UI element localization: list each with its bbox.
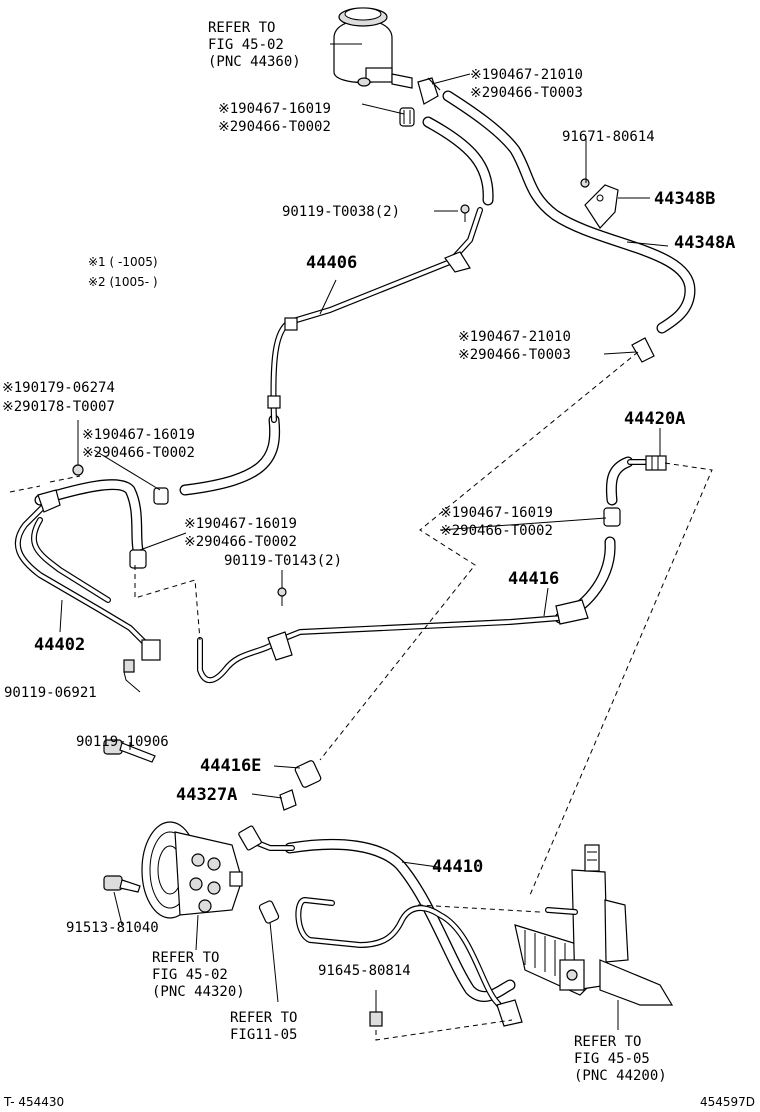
bolt-90119-10906 <box>103 739 156 763</box>
part-91671-80614: 91671-80614 <box>562 129 655 145</box>
note-1: ※1 ( -1005) <box>88 255 158 269</box>
bracket-lower-pipe <box>496 999 523 1027</box>
clamp-upper-right <box>417 77 441 105</box>
fitting-44420A <box>645 455 667 471</box>
refer-pump-line1: REFER TO <box>152 950 219 966</box>
pipe-44416 <box>197 615 563 684</box>
pipe-44402 <box>14 502 153 651</box>
bracket-44416 <box>267 599 589 661</box>
refer-fig11-line2: FIG11-05 <box>230 1027 297 1043</box>
leader-lines <box>59 43 669 1030</box>
clamp-e-part-1: ※190467-16019 <box>82 427 195 443</box>
clamp-d-part-1: ※190179-06274 <box>2 380 115 396</box>
part-90119-10906: 90119-10906 <box>76 734 169 750</box>
refer-fig11-line1: REFER TO <box>230 1010 297 1026</box>
refer-tank-line1: REFER TO <box>208 20 275 36</box>
bracket-44402 <box>37 489 161 661</box>
refer-gear-line3: (PNC 44200) <box>574 1068 667 1084</box>
clamp-mid-right <box>631 337 655 363</box>
part-44420A: 44420A <box>624 409 685 429</box>
clip-44327A <box>279 789 297 811</box>
clamp-44402-upper <box>153 487 169 505</box>
bolt-91645 <box>369 1011 383 1027</box>
refer-gear-line2: FIG 45-05 <box>574 1051 650 1067</box>
clamp-d-part-2: ※290178-T0007 <box>2 399 115 415</box>
clamp-upper-left <box>399 107 415 127</box>
hose-44420A-upper <box>605 456 634 506</box>
pipe-lower-return <box>295 897 508 1015</box>
fitting-pump-outlet <box>238 825 262 851</box>
clamp-a-part-2: ※290466-T0003 <box>470 85 583 101</box>
refer-pump-line2: FIG 45-02 <box>152 967 228 983</box>
clamp-a-part-1: ※190467-21010 <box>470 67 583 83</box>
refer-gear-label: REFER TO FIG 45-05 (PNC 44200) <box>574 1034 667 1084</box>
footer-right-code: 454597D <box>700 1095 755 1109</box>
bolt-90119-T0143 <box>277 587 287 606</box>
bolt-90119-T0038 <box>460 204 470 222</box>
hose-44402-loop <box>34 479 144 556</box>
clamp-b-part-1: ※190467-16019 <box>218 101 331 117</box>
hose-44410 <box>284 838 516 1002</box>
refer-tank-line2: FIG 45-02 <box>208 37 284 53</box>
refer-pump-line3: (PNC 44320) <box>152 984 245 1000</box>
part-44402: 44402 <box>34 635 85 655</box>
footer-left-code: T- 454430 <box>3 1095 64 1109</box>
union-44416E <box>294 760 322 788</box>
hose-44406-lower <box>179 414 281 496</box>
refer-gear-line1: REFER TO <box>574 1034 641 1050</box>
clamp-g-part-2: ※290466-T0002 <box>184 534 297 550</box>
part-90119-T0143: 90119-T0143(2) <box>224 553 342 569</box>
part-44410: 44410 <box>432 857 483 877</box>
power-steering-pump <box>103 821 280 924</box>
bracket-44406 <box>444 251 471 273</box>
hose-upper-return <box>422 116 494 206</box>
part-44348B: 44348B <box>654 189 715 209</box>
clip-44406-mid <box>267 317 298 409</box>
clamp-44402-lower <box>129 549 147 569</box>
refer-tank-line3: (PNC 44360) <box>208 54 301 70</box>
clamp-e-part-2: ※290466-T0002 <box>82 445 195 461</box>
part-44416: 44416 <box>508 569 559 589</box>
part-44406: 44406 <box>306 253 357 273</box>
connection-lines <box>9 351 713 1041</box>
note-2: ※2 (1005- ) <box>88 275 158 289</box>
pipe-44406 <box>270 207 483 423</box>
reservoir-tank-part <box>333 7 413 89</box>
part-44348A: 44348A <box>674 233 735 253</box>
refer-pump-label: REFER TO FIG 45-02 (PNC 44320) <box>152 950 245 1000</box>
clamp-f-part-1: ※190467-16019 <box>440 505 553 521</box>
hose-44348A <box>442 90 696 334</box>
clamp-c-part-2: ※290466-T0003 <box>458 347 571 363</box>
bracket-44348B <box>580 178 619 229</box>
nut-90179 <box>72 464 84 476</box>
clamp-c-part-1: ※190467-21010 <box>458 329 571 345</box>
clamp-g-part-1: ※190467-16019 <box>184 516 297 532</box>
steering-gear-assembly <box>514 844 674 1006</box>
bolt-90119-06921 <box>123 659 135 673</box>
refer-tank-label: REFER TO FIG 45-02 (PNC 44360) <box>208 20 301 70</box>
part-90119-T0038: 90119-T0038(2) <box>282 204 400 220</box>
part-44416E: 44416E <box>200 756 261 776</box>
clamp-b-part-2: ※290466-T0002 <box>218 119 331 135</box>
clamp-f-part-2: ※290466-T0002 <box>440 523 553 539</box>
refer-fig11-label: REFER TO FIG11-05 <box>230 1010 297 1043</box>
part-90119-06921: 90119-06921 <box>4 685 97 701</box>
part-44327A: 44327A <box>176 785 237 805</box>
part-91513-81040: 91513-81040 <box>66 920 159 936</box>
clamp-44420A <box>603 507 621 527</box>
part-91645-80814: 91645-80814 <box>318 963 411 979</box>
